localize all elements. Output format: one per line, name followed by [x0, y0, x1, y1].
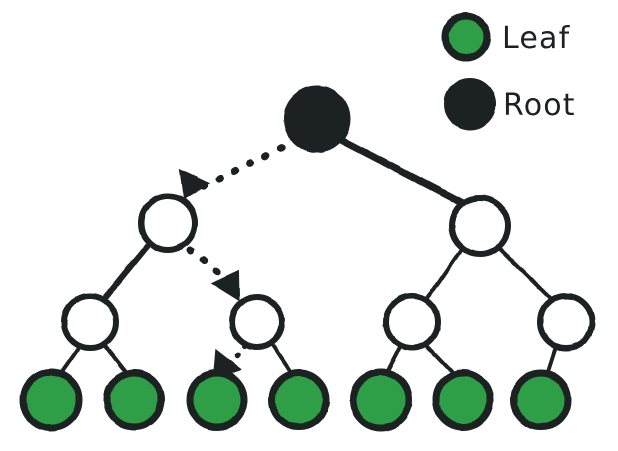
tree-edge — [103, 240, 153, 300]
tree-node-n-rr[interactable] — [537, 293, 595, 351]
tree-edge — [58, 345, 81, 376]
legend-swatch-black-circle-filled — [444, 78, 496, 130]
legend-item-leaf: Leaf — [441, 12, 571, 62]
tree-node-n-ll[interactable] — [61, 293, 119, 351]
node-circle-leaf — [103, 369, 165, 431]
tree-node-n-lr[interactable] — [229, 294, 285, 350]
node-circle-internal — [537, 293, 595, 351]
arrowhead-icon — [210, 270, 240, 302]
node-circle-internal — [383, 293, 441, 351]
tree-edge — [424, 343, 456, 376]
tree-edge — [496, 245, 554, 302]
tree-node-leaf-5[interactable] — [349, 368, 413, 432]
node-circle-leaf — [349, 368, 413, 432]
node-circle-leaf — [432, 369, 494, 431]
node-circle-leaf — [19, 368, 83, 432]
node-circle-internal — [138, 193, 198, 253]
tree-edge — [270, 342, 294, 376]
tree-node-root[interactable] — [283, 85, 351, 153]
legend-label-root: Root — [503, 88, 576, 123]
node-circle-root — [283, 85, 351, 153]
node-circle-internal — [61, 293, 119, 351]
legend-swatch-green-circle-outlined — [441, 12, 491, 62]
tree-node-leaf-6[interactable] — [432, 369, 494, 431]
tree-node-n-rl[interactable] — [383, 293, 441, 351]
tree-edge — [337, 136, 470, 209]
edges-layer — [58, 136, 558, 376]
legend-item-root: Root — [444, 78, 576, 130]
tree-node-n-r[interactable] — [449, 195, 511, 257]
tree-node-leaf-4[interactable] — [268, 369, 330, 431]
tree-node-leaf-3[interactable] — [186, 369, 248, 431]
tree-node-leaf-1[interactable] — [19, 368, 83, 432]
tree-edge — [425, 245, 465, 301]
tree-node-leaf-7[interactable] — [510, 369, 572, 431]
tree-edge — [545, 344, 558, 376]
tree-edge — [385, 344, 403, 375]
node-circle-leaf — [510, 369, 572, 431]
nodes-layer — [19, 85, 595, 432]
legend-label-leaf: Leaf — [502, 21, 571, 56]
node-circle-leaf — [186, 369, 248, 431]
arrowhead-icon — [179, 168, 211, 200]
tree-node-leaf-2[interactable] — [103, 369, 165, 431]
tree-node-n-l[interactable] — [138, 193, 198, 253]
tree-edge — [192, 136, 301, 194]
tree-edge — [103, 344, 129, 376]
node-circle-leaf — [268, 369, 330, 431]
node-circle-internal — [449, 195, 511, 257]
node-circle-internal — [229, 294, 285, 350]
